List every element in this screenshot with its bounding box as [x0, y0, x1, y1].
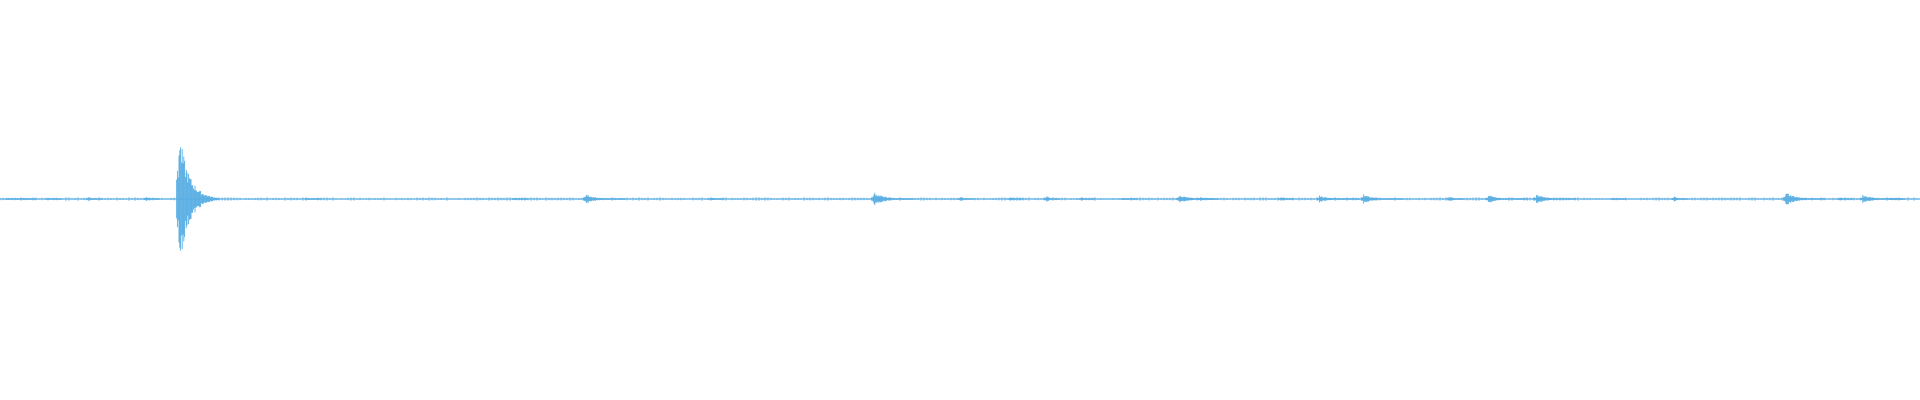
waveform-bars [0, 147, 1918, 251]
